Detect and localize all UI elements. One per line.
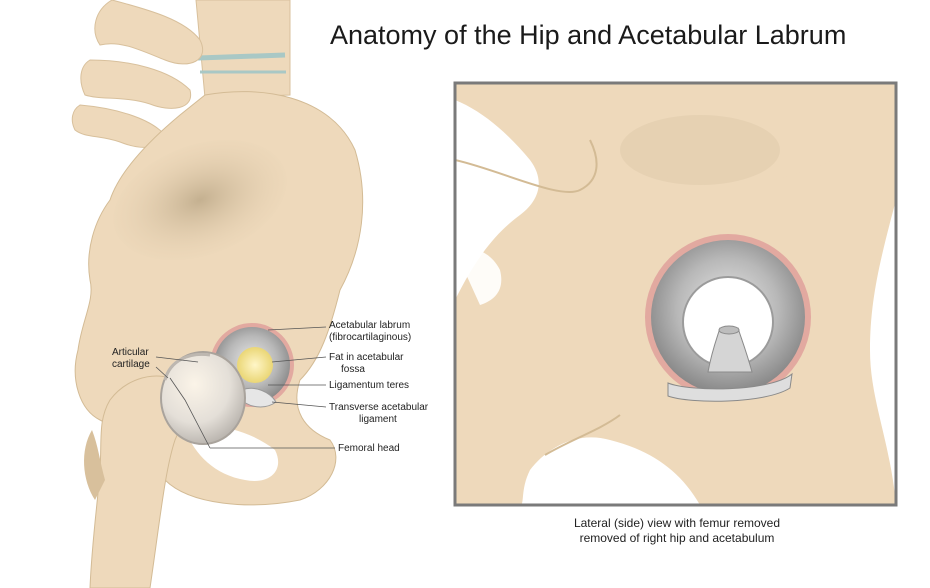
- label-line: Acetabular labrum: [329, 320, 411, 331]
- panel-caption: Lateral (side) view with femur removed r…: [454, 516, 900, 546]
- label-ligamentum-teres: Ligamentum teres: [329, 380, 410, 391]
- label-line: cartilage: [112, 359, 150, 370]
- label-line: Articular: [112, 347, 149, 358]
- label-acetabular-labrum: Acetabular labrum (fibrocartilaginous): [329, 320, 411, 344]
- label-articular-cartilage: Articular cartilage: [112, 347, 150, 371]
- caption-line: removed of right hip and acetabulum: [579, 531, 775, 545]
- label-line: Fat in acetabular: [329, 352, 404, 363]
- diagram-title: Anatomy of the Hip and Acetabular Labrum: [330, 20, 847, 50]
- spine: [71, 0, 291, 148]
- label-line: Transverse acetabular: [329, 402, 429, 413]
- caption-line: Lateral (side) view with femur removed: [573, 516, 781, 530]
- zoom-frame: [453, 81, 898, 507]
- femoral-head: [160, 351, 246, 445]
- label-line: (fibrocartilaginous): [329, 332, 412, 343]
- label-femoral-head: Femoral head: [338, 443, 400, 454]
- label-line: fossa: [341, 364, 365, 375]
- zoom-panel: [455, 83, 896, 505]
- label-line: ligament: [359, 414, 397, 425]
- label-fat-fossa: Fat in acetabular fossa: [329, 352, 404, 376]
- label-transverse-ligament: Transverse acetabular ligament: [329, 402, 428, 426]
- leader-lines: [155, 326, 335, 449]
